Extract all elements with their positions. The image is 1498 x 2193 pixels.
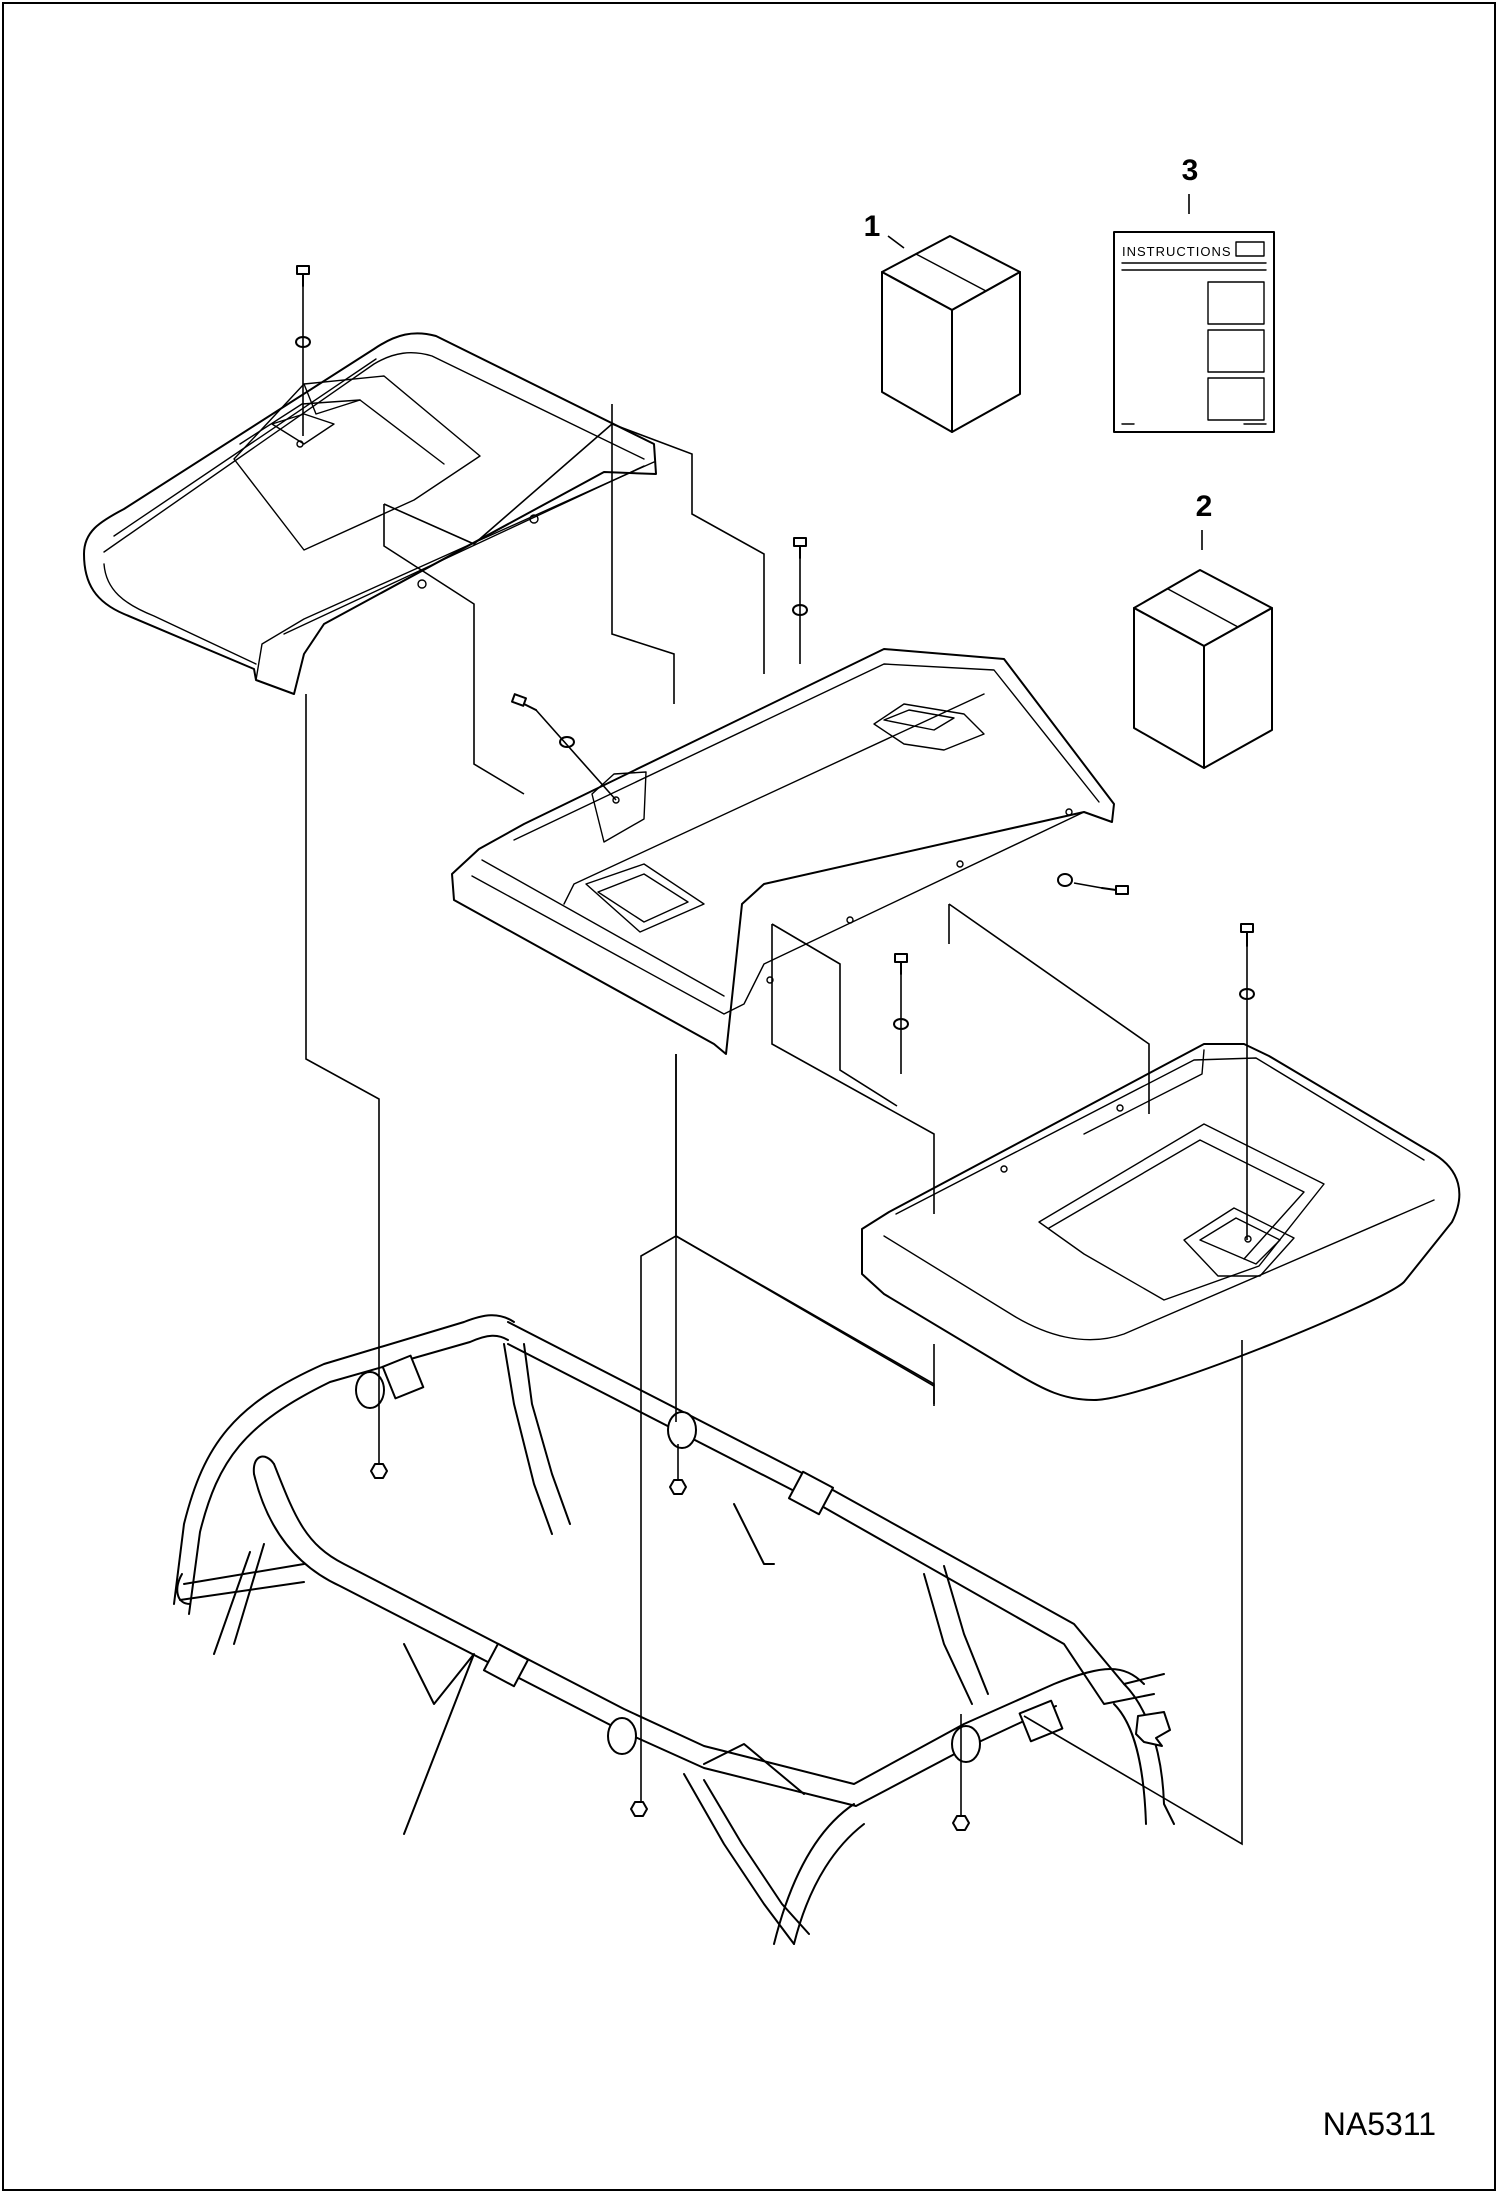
callout-1-leader	[887, 235, 905, 249]
frame-clamps	[355, 1354, 1064, 1763]
callout-2: 2	[1195, 490, 1213, 523]
kit-box-1	[881, 235, 1021, 433]
callout-3: 3	[1181, 154, 1199, 187]
kit-box-2	[1133, 569, 1273, 769]
instructions-title: INSTRUCTIONS	[1122, 244, 1232, 259]
left-roof-panel	[83, 332, 657, 695]
right-roof-panel	[861, 1043, 1461, 1401]
drawing-code: NA5311	[1322, 2106, 1436, 2142]
roll-cage-frame	[173, 1314, 1175, 1945]
instructions-sheet	[1113, 231, 1275, 433]
center-roof-panel	[451, 648, 1115, 1055]
exploded-view-drawing	[83, 194, 1461, 1945]
callout-1: 1	[863, 210, 881, 243]
hardware	[295, 265, 1255, 1831]
assembly-lines	[302, 286, 1248, 1846]
